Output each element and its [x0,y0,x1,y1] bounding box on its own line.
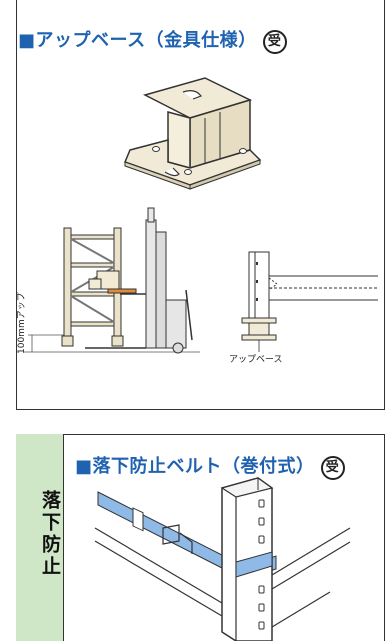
receive-order-badge: 受 [262,30,287,54]
category-sidebar [16,434,64,641]
belt-title-text: ■落下防止ベルト（巻付式） [75,456,315,477]
belt-title: ■落下防止ベルト（巻付式）受 [75,452,345,480]
upbase-caption: アップベース [229,355,283,365]
upbase-panel [16,0,385,410]
upbase-title: ■アップベース（金具仕様）受 [18,26,287,54]
upbase-title-text: ■アップベース（金具仕様） [18,30,257,51]
category-label: 落下防止 [39,490,61,578]
receive-order-badge-2: 受 [320,456,345,480]
